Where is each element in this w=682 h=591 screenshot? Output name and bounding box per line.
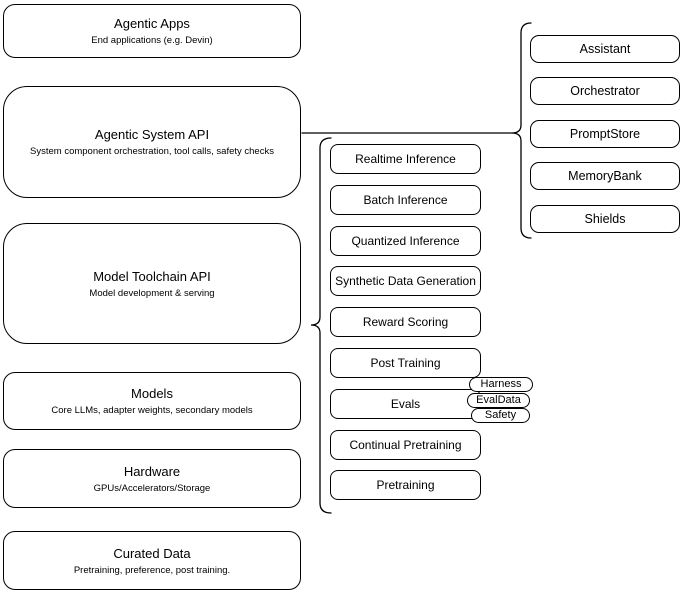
layer-title: Model Toolchain API (93, 268, 211, 284)
toolchain-box-label: Pretraining (376, 478, 435, 492)
layer-box-model-toolchain-api: Model Toolchain API Model development & … (3, 223, 301, 344)
system-box-memorybank: MemoryBank (530, 162, 680, 190)
system-components-bracket (511, 22, 532, 239)
layer-subtitle: Model development & serving (89, 287, 215, 299)
layer-subtitle: Core LLMs, adapter weights, secondary mo… (51, 405, 253, 416)
layer-box-models: Models Core LLMs, adapter weights, secon… (3, 372, 301, 430)
system-box-assistant: Assistant (530, 35, 680, 63)
system-box-promptstore: PromptStore (530, 120, 680, 148)
system-box-label: PromptStore (569, 127, 641, 141)
toolchain-box-label: Continual Pretraining (349, 438, 462, 452)
toolchain-box-label: Post Training (370, 356, 441, 370)
toolchain-box-label: Evals (390, 397, 421, 411)
system-box-shields: Shields (530, 205, 680, 233)
layer-subtitle: Pretraining, preference, post training. (73, 564, 231, 576)
evals-pill-evaldata: EvalData (467, 393, 530, 408)
evals-pill-harness: Harness (469, 377, 533, 392)
toolchain-box-label: Synthetic Data Generation (335, 274, 476, 288)
toolchain-box-batch-inference: Batch Inference (330, 185, 481, 215)
layer-box-hardware: Hardware GPUs/Accelerators/Storage (3, 449, 301, 508)
layer-title: Hardware (123, 463, 181, 479)
system-box-label: MemoryBank (568, 169, 642, 183)
layer-subtitle: End applications (e.g. Devin) (91, 35, 213, 46)
toolchain-box-pretraining: Pretraining (330, 470, 481, 500)
layer-box-curated-data: Curated Data Pretraining, preference, po… (3, 531, 301, 590)
layer-title: Agentic System API (94, 127, 210, 142)
system-box-orchestrator: Orchestrator (530, 77, 680, 105)
layer-box-agentic-system-api: Agentic System API System component orch… (3, 86, 301, 198)
toolchain-box-label: Batch Inference (363, 193, 448, 207)
toolchain-box-quantized-inference: Quantized Inference (330, 226, 481, 256)
system-box-label: Assistant (579, 42, 631, 56)
toolchain-box-label: Realtime Inference (355, 152, 456, 166)
toolchain-box-label: Quantized Inference (351, 234, 460, 248)
toolchain-box-label: Reward Scoring (362, 315, 449, 329)
system-box-label: Shields (584, 212, 626, 226)
system-box-label: Orchestrator (570, 84, 640, 98)
pill-label: Harness (480, 378, 522, 390)
toolchain-box-continual-pretraining: Continual Pretraining (330, 430, 481, 460)
toolchain-components-bracket (310, 137, 332, 514)
toolchain-box-realtime-inference: Realtime Inference (330, 144, 481, 174)
pill-label: EvalData (476, 394, 521, 406)
layer-subtitle: GPUs/Accelerators/Storage (93, 482, 211, 494)
toolchain-box-reward-scoring: Reward Scoring (330, 307, 481, 337)
layer-title: Curated Data (113, 545, 191, 561)
toolchain-box-post-training: Post Training (330, 348, 481, 378)
layer-box-agentic-apps: Agentic Apps End applications (e.g. Devi… (3, 4, 301, 58)
toolchain-box-synthetic-data-generation: Synthetic Data Generation (330, 266, 481, 296)
layer-title: Models (131, 386, 173, 401)
layer-title: Agentic Apps (114, 16, 190, 31)
layer-subtitle: System component orchestration, tool cal… (30, 146, 274, 157)
evals-pill-safety: Safety (471, 408, 530, 423)
pill-label: Safety (484, 409, 517, 421)
toolchain-box-evals: Evals (330, 389, 481, 419)
